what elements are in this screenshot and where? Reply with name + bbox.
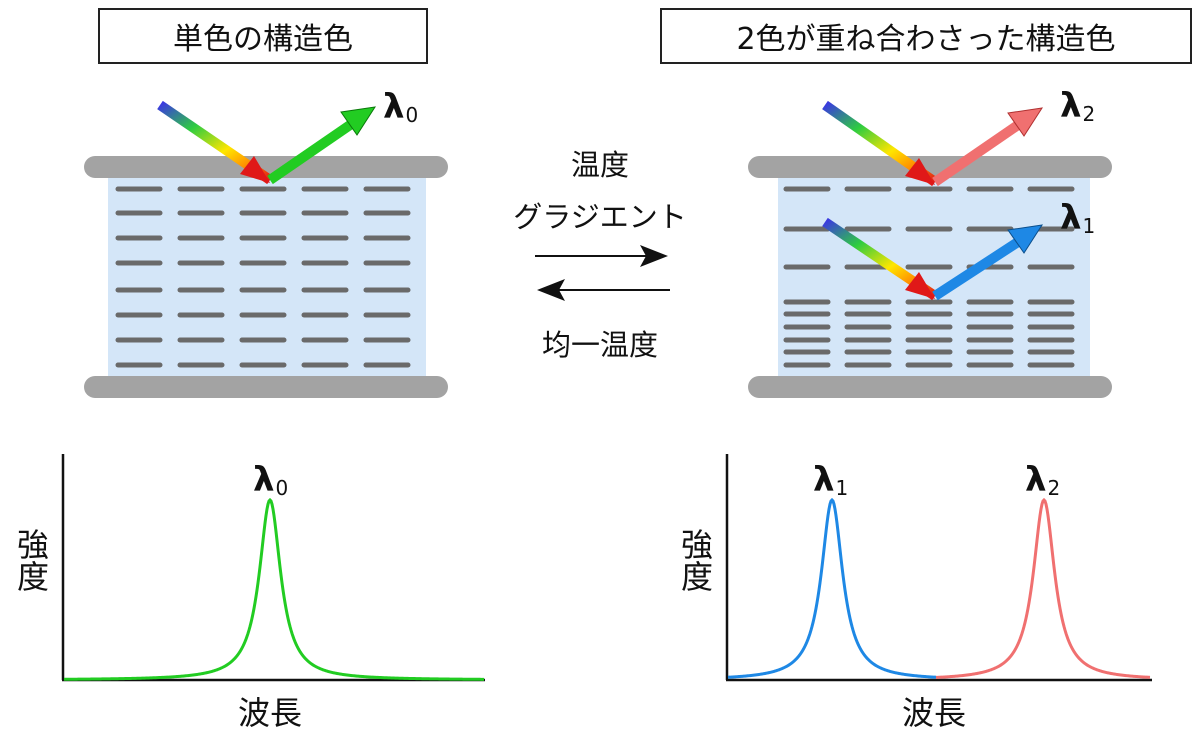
right-reflected-arrow-red <box>932 120 1021 187</box>
left-peak-green <box>63 497 485 681</box>
transition-arrows <box>535 245 670 301</box>
left-cell-body <box>108 170 426 380</box>
right-ylabel: 強度 <box>676 528 714 592</box>
title-single-color: 単色の構造色 <box>98 8 428 64</box>
right-layer-stack <box>748 100 1112 398</box>
right-reflected-arrowhead-blue <box>1007 224 1044 254</box>
title-two-color-text: 2色が重ね合わさった構造色 <box>736 22 1116 57</box>
right-peak-blue <box>727 497 937 679</box>
left-spectrum <box>61 454 485 682</box>
left-layer-stack <box>84 100 448 398</box>
lambda1-peak-label: λ1 <box>813 460 849 500</box>
left-xlabel: 波長 <box>238 694 303 732</box>
left-top-plate <box>84 156 448 178</box>
right-peak-red <box>935 497 1151 679</box>
right-top-plate <box>748 156 1112 178</box>
right-cell-body <box>778 170 1090 380</box>
lambda1-structure-label: λ1 <box>1060 198 1096 238</box>
right-reflected-arrowhead-red <box>1007 107 1044 137</box>
lambda0-peak-label: λ0 <box>253 460 289 500</box>
left-reflected-arrowhead <box>340 106 377 136</box>
title-single-color-text: 単色の構造色 <box>173 22 353 57</box>
left-layers <box>115 186 411 368</box>
uniform-label: 均一温度 <box>541 328 658 362</box>
left-incident-arrowhead <box>240 156 270 183</box>
gradient-label-line1: 温度 <box>570 148 629 182</box>
right-xlabel: 波長 <box>902 694 967 732</box>
left-reflected-arrow <box>267 120 353 185</box>
right-incident-arrowhead-top <box>905 158 935 185</box>
left-bottom-plate <box>84 376 448 398</box>
backward-arrowhead <box>537 279 565 301</box>
left-ylabel: 強度 <box>12 528 50 592</box>
lambda2-structure-label: λ2 <box>1060 86 1096 126</box>
right-spectrum <box>725 454 1152 682</box>
gradient-label-line2: グラジエント <box>513 200 687 234</box>
title-two-color: 2色が重ね合わさった構造色 <box>660 8 1192 64</box>
lambda2-peak-label: λ2 <box>1025 460 1061 500</box>
right-bottom-plate <box>748 376 1112 398</box>
right-incident-arrowhead-bottom <box>905 272 935 299</box>
lambda0-structure-label: λ0 <box>383 87 419 127</box>
forward-arrowhead <box>640 245 668 267</box>
right-reflected-arrow-blue <box>932 237 1021 301</box>
